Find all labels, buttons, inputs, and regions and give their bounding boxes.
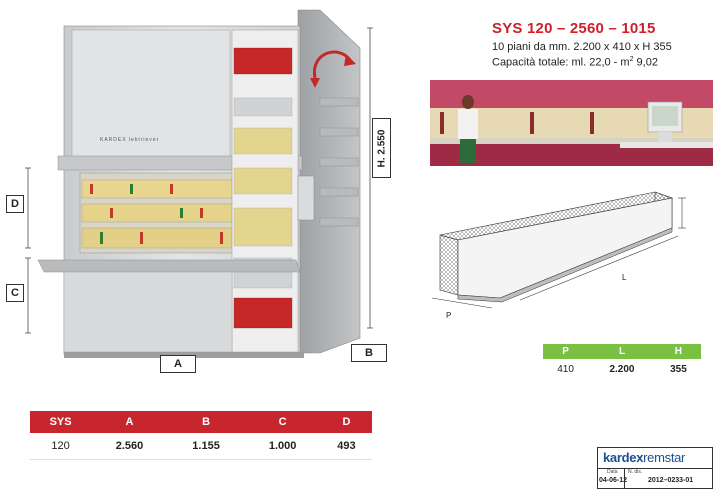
dim-c-label: C [6,284,24,302]
sys-header-d: D [320,411,372,433]
drawing-number-value: 2012–0233-01 [648,477,694,484]
plh-value-h: 355 [655,359,701,379]
drawing-title-block: kardexremstar Data 04-06-12 N. dis. 2012… [597,447,713,489]
sys-value-c: 1.000 [244,433,321,460]
drawer-label-p: P [446,311,451,320]
spec-line-shelves: 10 piani da mm. 2.200 x 410 x H 355 [492,41,672,53]
drawer-label-l: L [622,273,627,282]
sys-dimensions-table: SYS A B C D 120 2.560 1.155 1.000 493 [30,411,372,460]
capacity-prefix: Capacità totale: ml. 22,0 - m [492,56,630,69]
plh-header-h: H [655,344,701,359]
plh-value-p: 410 [543,359,589,379]
sys-header-a: A [91,411,168,433]
spec-line-capacity: Capacità totale: ml. 22,0 - m2 9,02 [492,56,658,69]
sys-header-c: C [244,411,321,433]
logo-brand-part2: remstar [643,450,686,465]
date-value: 04-06-12 [599,477,628,484]
dim-d-label: D [6,195,24,213]
sys-header-row: SYS A B C D [30,411,372,433]
office-photo [430,80,713,166]
dim-b-label: B [351,344,387,362]
title-block-divider [598,468,712,469]
plh-value-l: 2.200 [588,359,656,379]
drawer-diagram: P L [431,191,686,320]
cabinet-brand-label: KARDEX lektriever [100,137,159,143]
plh-header-row: P L H [543,344,701,359]
title-block-vdivider [624,468,625,488]
sys-value-b: 1.155 [167,433,245,460]
drawing-number-label: N. dis. [628,469,643,475]
capacity-suffix: 9,02 [633,56,658,69]
system-title: SYS 120 – 2560 – 1015 [492,20,656,37]
capacity-sup: 2 [629,56,634,63]
plh-table: P L H 410 2.200 355 [543,344,701,379]
sys-value-d: 493 [320,433,372,460]
sys-header-b: B [167,411,245,433]
kardex-remstar-logo: kardexremstar [603,450,685,465]
dim-a-label: A [160,355,196,373]
plh-header-l: L [588,344,656,359]
logo-brand-part1: kardex [603,450,644,465]
cabinet-illustration: KARDEX lektriever [25,9,373,358]
plh-header-p: P [543,344,589,359]
sys-data-row: 120 2.560 1.155 1.000 493 [30,433,372,460]
sys-value-sys: 120 [30,433,92,460]
sys-header-sys: SYS [30,411,92,433]
sys-value-a: 2.560 [91,433,168,460]
plh-data-row: 410 2.200 355 [543,359,701,379]
date-label: Data [607,469,618,475]
dim-height-label: H. 2.550 [376,129,387,167]
